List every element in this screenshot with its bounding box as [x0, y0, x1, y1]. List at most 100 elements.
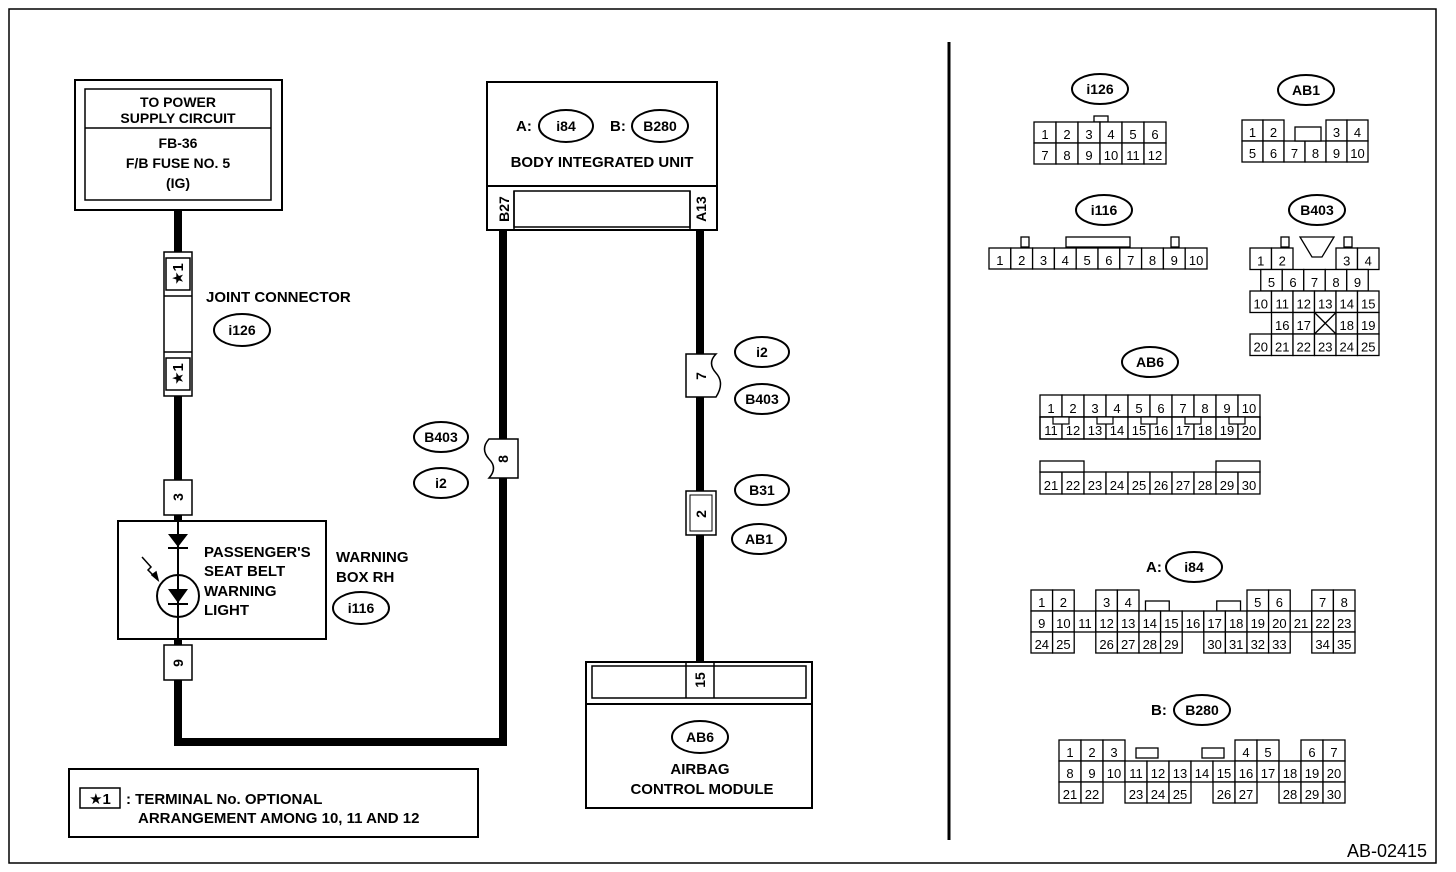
ab1-pin: 9 [1333, 146, 1340, 161]
i126-pin: 12 [1148, 148, 1162, 163]
pinout-ab1-oval [1277, 74, 1335, 106]
legend-symbol: ★1 [89, 791, 111, 808]
i116-pin: 8 [1149, 253, 1156, 268]
ab6-pin: 19 [1220, 423, 1234, 438]
pinout-b280-label: B280 [1185, 702, 1219, 718]
i84-r2-pin: 14 [1143, 616, 1157, 631]
i126-pin: 4 [1107, 127, 1114, 142]
b280-r2-pin: 16 [1239, 766, 1253, 781]
body-code-a-oval [538, 109, 594, 143]
i84-r3-pin: 35 [1337, 637, 1351, 652]
i84-r3-pin: 33 [1272, 637, 1286, 652]
ab1-label: AB1 [745, 531, 773, 547]
ab1-oval [731, 523, 787, 555]
b403-r3-pin: 11 [1276, 297, 1290, 312]
b403-r5-pin: 23 [1318, 340, 1332, 355]
body-unit-title: BODY INTEGRATED UNIT [511, 154, 694, 171]
joint-connector: ★1 ★1 JOINT CONNECTOR i126 [163, 251, 351, 397]
ab6-pin: 20 [1242, 423, 1256, 438]
warning-box-title-1: WARNING [336, 549, 409, 566]
i126-pin: 11 [1126, 148, 1140, 163]
ab1-pin: 3 [1333, 125, 1340, 140]
i2-left-label: i2 [435, 475, 447, 491]
pinout-b403-oval [1288, 194, 1346, 226]
b280-r2-pin: 15 [1217, 766, 1231, 781]
ab6-r3-pin: 21 [1044, 478, 1058, 493]
legend-box: ★1 : TERMINAL No. OPTIONAL ARRANGEMENT A… [68, 768, 479, 838]
b280-r1-pin: 1 [1066, 745, 1073, 760]
ab6-pin: 5 [1135, 401, 1142, 416]
b280-r3-pin-cell [1080, 781, 1104, 804]
body-integrated-unit: B27 A13 A: i84 B: B280 BODY INTEGRATED U… [486, 81, 718, 231]
b403-left-label: B403 [424, 429, 458, 445]
pin-7-label: 7 [693, 372, 709, 380]
i126-pin: 1 [1041, 127, 1048, 142]
ab1-pin: 5 [1249, 146, 1256, 161]
power-supply-box: TO POWER SUPPLY CIRCUIT FB-36 F/B FUSE N… [74, 79, 283, 211]
ab6-pin: 8 [1201, 401, 1208, 416]
b403-left-oval [413, 421, 469, 453]
i84-r2-pin: 11 [1078, 616, 1092, 631]
b280-r1-pin: 7 [1330, 745, 1337, 760]
ab6-r3-pin: 28 [1198, 478, 1212, 493]
b403-r4-pin: 19 [1361, 318, 1375, 333]
b403-r3-pin: 10 [1254, 297, 1268, 312]
b280-r3-pin: 21 [1063, 787, 1077, 802]
b280-r1-pin: 3 [1110, 745, 1117, 760]
b403-r4-pin: 17 [1297, 318, 1311, 333]
joint-code: i126 [228, 322, 255, 338]
b280-r2-pin: 19 [1305, 766, 1319, 781]
b280-r1-pin: 4 [1242, 745, 1249, 760]
airbag-module: 15 AB6 AIRBAG CONTROL MODULE [585, 661, 813, 809]
ab1-pin-cell [1346, 140, 1369, 163]
i84-r3-pin: 25 [1056, 637, 1070, 652]
b280-r2-pin: 20 [1327, 766, 1341, 781]
warning-box: 3 PASSENGER'S SEAT BELT WARNING LIGHT 9 … [117, 479, 409, 681]
b280-r3-pin: 29 [1305, 787, 1319, 802]
b280-r1-pin: 5 [1264, 745, 1271, 760]
power-title-1: TO POWER [140, 94, 216, 110]
b403-r4-pin: 16 [1275, 318, 1289, 333]
ab6-r3-pin: 25 [1132, 478, 1146, 493]
ab1-pin: 1 [1249, 125, 1256, 140]
b403-r5-pin: 25 [1361, 340, 1375, 355]
b403-r5-pin: 20 [1254, 340, 1268, 355]
power-fuse-code: FB-36 [159, 135, 198, 151]
ab6-pin: 14 [1110, 423, 1124, 438]
i126-pin: 3 [1085, 127, 1092, 142]
i84-r3-pin: 29 [1164, 637, 1178, 652]
i84-r1-pin: 1 [1038, 595, 1045, 610]
i84-r3-pin: 31 [1229, 637, 1243, 652]
i84-r3-pin: 27 [1121, 637, 1135, 652]
i84-r1-pin: 4 [1125, 595, 1132, 610]
i84-r3-pin-cell [1267, 631, 1291, 654]
b280-r2-pin: 8 [1066, 766, 1073, 781]
b280-r2-pin: 11 [1129, 766, 1143, 781]
ab6-pin: 9 [1223, 401, 1230, 416]
b280-r3-pin: 30 [1327, 787, 1341, 802]
power-fuse-name: F/B FUSE NO. 5 [126, 155, 230, 171]
ab6-pin: 11 [1044, 423, 1058, 438]
b403-r3-pin: 12 [1297, 297, 1311, 312]
ab6-r3-pin: 27 [1176, 478, 1190, 493]
pinout-b280-prefix: B: [1151, 702, 1167, 719]
i84-r1-pin: 3 [1103, 595, 1110, 610]
i116-pin: 5 [1083, 253, 1090, 268]
body-code-b-oval [631, 109, 689, 143]
i84-r2-pin: 18 [1229, 616, 1243, 631]
ab6-pin: 4 [1113, 401, 1120, 416]
pin-2-label: 2 [693, 510, 709, 518]
ab1-pin: 4 [1354, 125, 1361, 140]
legend-line-1: : TERMINAL No. OPTIONAL [126, 791, 322, 808]
ab6-r3-pin: 26 [1154, 478, 1168, 493]
i126-pin: 7 [1041, 148, 1048, 163]
i84-r3-pin: 32 [1251, 637, 1265, 652]
ab6-pin: 13 [1088, 423, 1102, 438]
i116-pin: 4 [1062, 253, 1069, 268]
connector-b403-i2-left: 8 B403 i2 [413, 421, 519, 499]
